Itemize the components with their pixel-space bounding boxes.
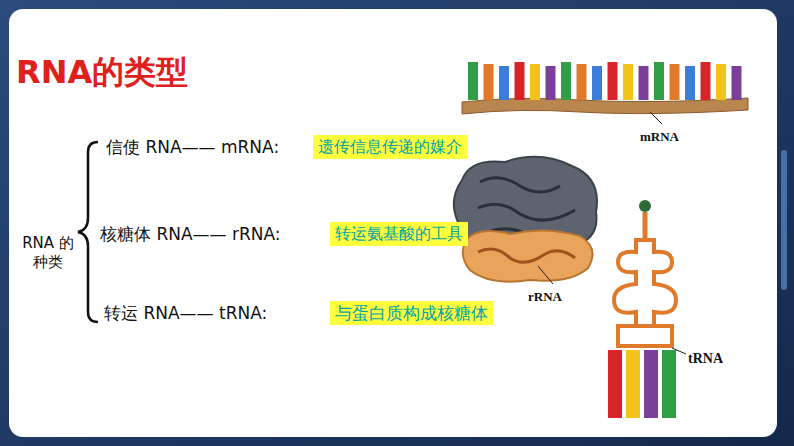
category-label: RNA 的种类 [22,234,74,272]
nucleotide-bar [546,66,556,100]
answer-text: 遗传信息传递的媒介 [318,136,462,158]
nucleotide-bar [468,62,478,100]
slide-title: RNA的类型 [16,52,188,92]
nucleotide-bar [670,64,680,100]
type-label: 转运 RNA—— tRNA: [104,302,267,324]
mrna-figure [462,62,748,124]
nucleotide-bar [639,66,649,100]
highlight-box: 转运氨基酸的工具 [330,222,468,246]
highlight-box: 与蛋白质构成核糖体 [330,301,493,325]
nucleotide-bar [484,64,494,100]
nucleotide-bar [577,64,587,100]
type-label: 信使 RNA—— mRNA: [106,136,279,158]
ribosome-figure [454,157,597,284]
brace [78,142,98,322]
slide-panel [9,9,777,437]
nucleotide-bar [623,64,633,100]
highlight-box: 遗传信息传递的媒介 [313,135,467,159]
nucleotide-bar [499,66,509,100]
figure-label: rRNA [528,286,562,308]
nucleotide-bar [592,66,602,100]
nucleotide-bar [654,62,664,100]
trna-figure [608,200,686,418]
type-label: 核糖体 RNA—— rRNA: [100,223,281,245]
nucleotide-bar [608,62,618,100]
figure-label: tRNA [688,348,723,370]
nucleotide-bar [685,66,695,100]
nucleotide-bar [530,64,540,100]
figure-label: mRNA [640,126,679,148]
side-tab [781,150,787,290]
nucleotide-bar [515,62,525,100]
answer-text: 转运氨基酸的工具 [335,223,463,245]
nucleotide-bar [701,62,711,100]
nucleotide-bar [732,66,742,100]
answer-text: 与蛋白质构成核糖体 [335,302,488,324]
nucleotide-bar [561,62,571,100]
nucleotide-bar [716,64,726,100]
